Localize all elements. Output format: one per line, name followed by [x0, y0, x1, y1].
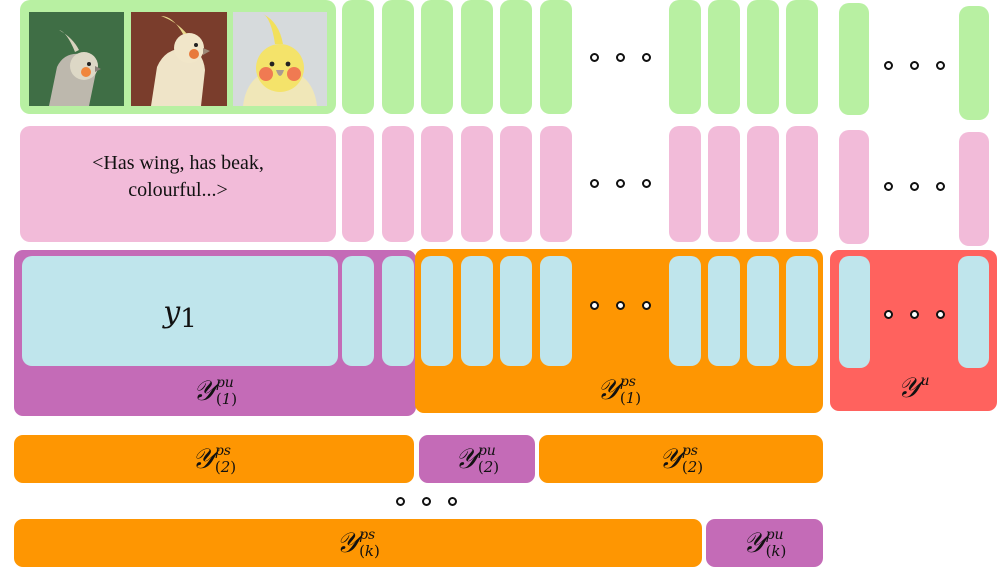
label-Y-pu-1: 𝒴 pu(1)	[192, 374, 238, 408]
image-feature-bar	[500, 0, 532, 114]
label-subscript: k	[364, 541, 375, 560]
attribute-feature-bar	[708, 126, 740, 242]
Y-symbol: 𝒴	[596, 373, 619, 406]
label-Y-ps-k: 𝒴 ps(k)	[336, 526, 380, 560]
ellipsis	[380, 492, 472, 510]
attribute-text-line-2: colourful...>	[128, 179, 228, 201]
y1-subscript: 1	[180, 304, 197, 334]
bird-photo-strip	[29, 12, 327, 106]
cockatiel-photo-1	[29, 12, 124, 106]
label-subscript: 1	[221, 389, 232, 408]
label-subscript: k	[771, 541, 781, 560]
ellipsis	[576, 296, 664, 314]
class-cell	[500, 256, 532, 366]
cockatiel-photo-3	[233, 12, 327, 106]
attribute-feature-bar	[421, 126, 453, 242]
ellipsis	[872, 305, 956, 323]
partial-unseen-group-k	[706, 519, 823, 567]
image-feature-bar	[959, 6, 989, 120]
class-cell	[839, 256, 870, 368]
class-cell	[342, 256, 374, 366]
class-cell	[461, 256, 493, 366]
class-cell	[540, 256, 572, 366]
partial-unseen-group-2	[419, 435, 535, 483]
class-cell	[958, 256, 989, 368]
Y-symbol: 𝒴	[336, 526, 359, 559]
class-cell	[786, 256, 818, 366]
label-Y-ps-2a: 𝒴 ps(2)	[191, 442, 237, 476]
attribute-feature-bar	[669, 126, 701, 242]
class-cell	[669, 256, 701, 366]
attribute-text-line-1: <Has wing, has beak,	[92, 152, 264, 174]
Y-symbol: 𝒴	[658, 442, 681, 475]
class-cell	[747, 256, 779, 366]
label-Y-ps-1: 𝒴 ps(1)	[596, 373, 642, 407]
y1-letter: y	[163, 294, 181, 330]
Y-symbol: 𝒴	[192, 374, 215, 407]
image-feature-bar	[669, 0, 701, 114]
label-Y-pu-k: 𝒴 pu(k)	[742, 526, 787, 560]
Y-symbol: 𝒴	[897, 371, 920, 404]
attribute-feature-bar	[786, 126, 818, 242]
label-superscript: ps	[619, 373, 636, 390]
attribute-description-text: <Has wing, has beak, colourful...>	[20, 150, 336, 204]
image-feature-bar	[786, 0, 818, 114]
image-feature-bar	[747, 0, 779, 114]
image-feature-bar	[708, 0, 740, 114]
attribute-feature-bar	[382, 126, 414, 242]
label-subscript: 2	[220, 457, 231, 476]
partial-seen-group-2a	[14, 435, 414, 483]
partial-seen-group-2b	[539, 435, 823, 483]
ellipsis	[576, 48, 664, 66]
Y-symbol: 𝒴	[191, 442, 214, 475]
label-superscript: pu	[215, 374, 234, 391]
ellipsis	[872, 56, 956, 74]
label-Y-pu-2: 𝒴 pu(2)	[454, 442, 500, 476]
image-feature-bar	[839, 3, 869, 115]
attribute-feature-bar	[747, 126, 779, 242]
attribute-feature-bar	[839, 130, 869, 244]
label-superscript: pu	[765, 526, 784, 543]
attribute-feature-bar	[342, 126, 374, 242]
image-feature-bar	[461, 0, 493, 114]
class-cell	[421, 256, 453, 366]
attribute-feature-bar	[959, 132, 989, 246]
image-feature-bar	[540, 0, 572, 114]
image-feature-bar	[382, 0, 414, 114]
label-subscript: 2	[687, 457, 698, 476]
attribute-feature-bar	[540, 126, 572, 242]
Y-symbol: 𝒴	[742, 526, 765, 559]
label-Y-ps-2b: 𝒴 ps(2)	[658, 442, 704, 476]
attribute-feature-bar	[461, 126, 493, 242]
ellipsis	[872, 177, 956, 195]
label-superscript: ps	[681, 442, 698, 459]
image-feature-bar	[342, 0, 374, 114]
cockatiel-photo-2	[131, 12, 227, 106]
image-feature-bar	[421, 0, 453, 114]
label-superscript: ps	[214, 442, 231, 459]
class-cell	[708, 256, 740, 366]
label-subscript: 1	[625, 388, 636, 407]
label-superscript: u	[920, 373, 930, 389]
label-superscript: pu	[477, 442, 496, 459]
class-cell	[382, 256, 414, 366]
Y-symbol: 𝒴	[454, 442, 477, 475]
ellipsis	[576, 174, 664, 192]
attribute-feature-bar	[500, 126, 532, 242]
label-subscript: 2	[483, 457, 494, 476]
class-cell-y1	[22, 256, 338, 366]
label-superscript: ps	[359, 526, 376, 543]
bird-photos	[29, 12, 327, 106]
attribute-description-panel	[20, 126, 336, 242]
label-Y-u: 𝒴 u	[830, 366, 997, 410]
partial-seen-group-k	[14, 519, 702, 567]
